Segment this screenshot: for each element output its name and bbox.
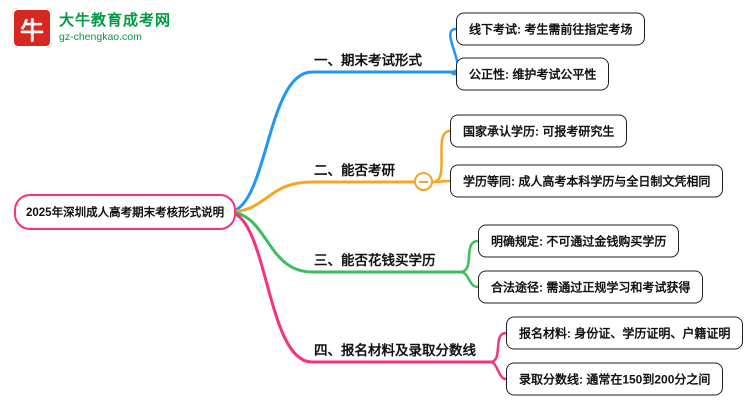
leaf-node-state-recognized[interactable]: 国家承认学历: 可报考研究生 <box>450 114 628 148</box>
leaf-node-clear-rule[interactable]: 明确规定: 不可通过金钱购买学历 <box>478 224 680 258</box>
leaf-node-legal-path[interactable]: 合法途径: 需通过正规学习和考试获得 <box>478 270 704 304</box>
leaf-node-offline-exam[interactable]: 线下考试: 考生需前往指定考场 <box>456 12 646 46</box>
root-node[interactable]: 2025年深圳成人高考期末考核形式说明 <box>14 194 237 230</box>
branch-node-materials-scores[interactable]: 四、报名材料及录取分数线 <box>314 343 476 358</box>
collapse-toggle-minus-icon[interactable] <box>414 172 433 191</box>
leaf-node-equivalent-degree[interactable]: 学历等同: 成人高考本科学历与全日制文凭相同 <box>450 164 724 198</box>
edge-branch3-leaf1 <box>458 239 480 274</box>
edge-root-branch2 <box>226 180 416 214</box>
edge-branch3-leaf2 <box>458 270 480 289</box>
edge-branch2-leaf2 <box>431 179 452 184</box>
edge-branch4-leaf2 <box>488 360 508 381</box>
logo-site-name: 大牛教育成考网 <box>59 12 172 30</box>
edge-branch2-leaf1 <box>431 129 452 184</box>
branch-node-exam-format[interactable]: 一、期末考试形式 <box>314 53 422 68</box>
edge-root-branch1 <box>226 70 454 214</box>
branch-node-buy-diploma[interactable]: 三、能否花钱买学历 <box>314 253 436 268</box>
logo-bull-icon: 牛 <box>12 8 52 48</box>
minus-bar <box>419 180 428 183</box>
leaf-node-fairness[interactable]: 公正性: 维护考试公平性 <box>456 57 610 91</box>
leaf-node-admission-score[interactable]: 录取分数线: 通常在150到200分之间 <box>506 362 724 396</box>
logo[interactable]: 牛 大牛教育成考网 gz-chengkao.com <box>12 8 171 48</box>
branch-node-postgraduate[interactable]: 二、能否考研 <box>314 163 395 178</box>
edge-branch4-leaf1 <box>488 331 508 364</box>
leaf-node-apply-materials[interactable]: 报名材料: 身份证、学历证明、户籍证明 <box>506 316 744 350</box>
logo-site-url: gz-chengkao.com <box>59 30 142 43</box>
